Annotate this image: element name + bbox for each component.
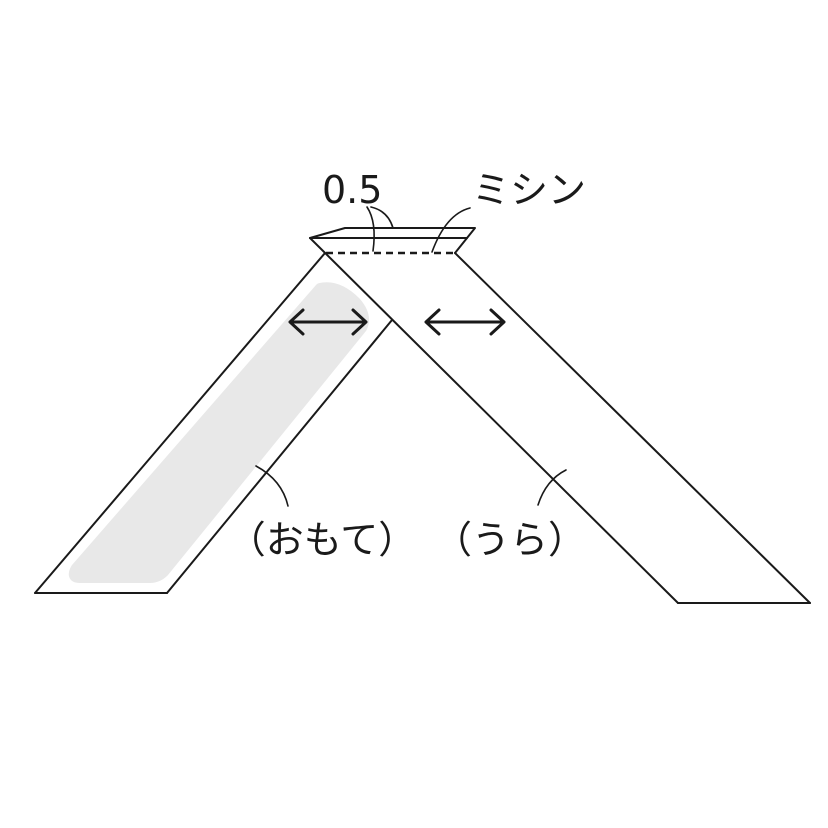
left-strip-outer-edge [34, 252, 326, 594]
left-strip-front [34, 252, 393, 594]
seam-allowance-leader-a [366, 206, 375, 252]
stitch-label: ミシン [472, 168, 586, 212]
double-arrow-icon [288, 308, 368, 336]
stitch-leader [431, 207, 471, 253]
seam-allowance-leader-b [370, 206, 394, 229]
seam-allowance-label: 0.5 [322, 168, 382, 212]
front-label: （おもて） [228, 518, 416, 562]
flap-outline [309, 227, 476, 254]
back-leader [537, 469, 567, 506]
right-strip-outer-edge [454, 252, 811, 604]
seam-allowance-flap [309, 227, 476, 254]
right-strip-inner-edge [309, 237, 679, 604]
left-strip-inner-edge [166, 319, 393, 594]
back-label: （うら） [434, 518, 586, 562]
front-side-shading [68, 282, 369, 583]
right-strip-back [309, 237, 811, 604]
front-leader [255, 465, 289, 507]
double-arrow-icon [424, 308, 506, 336]
